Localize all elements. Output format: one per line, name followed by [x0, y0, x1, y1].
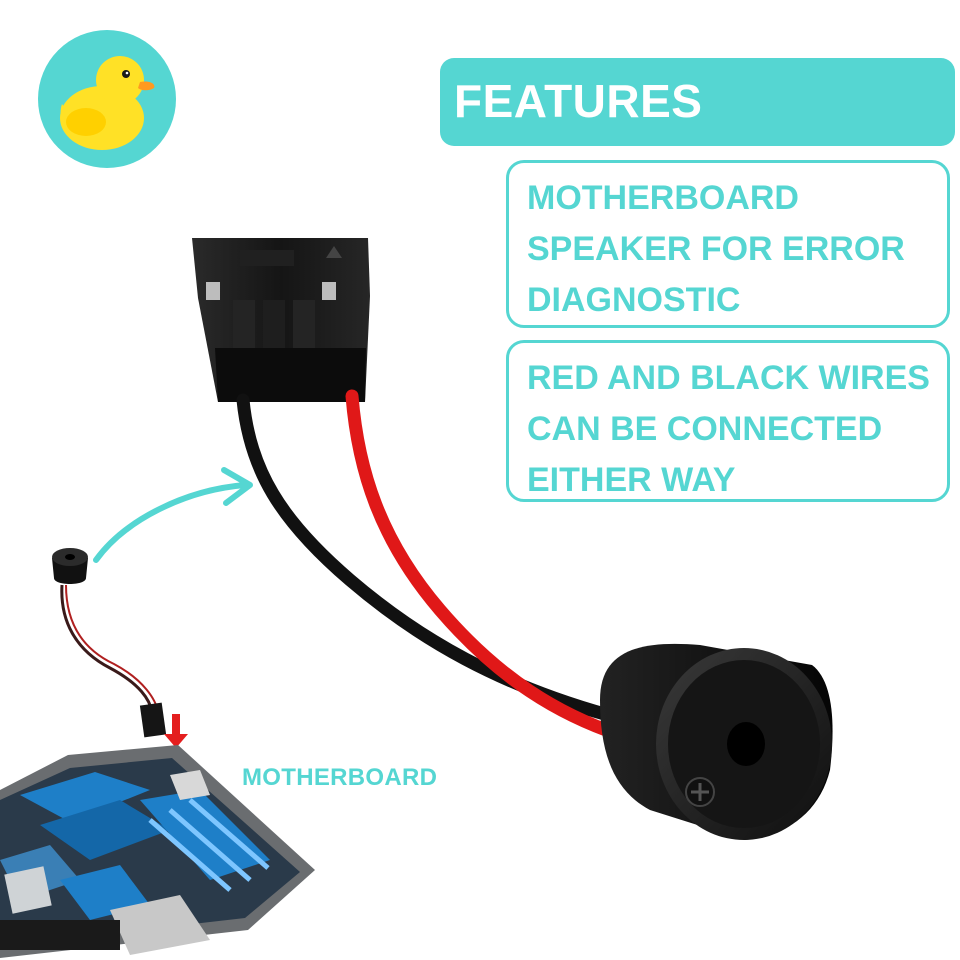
feature-card: RED AND BLACK WIRES CAN BE CONNECTED EIT…	[506, 340, 950, 502]
wires	[236, 389, 627, 742]
motherboard-label: MOTHERBOARD	[242, 764, 438, 791]
motherboard-image	[0, 745, 315, 958]
curved-arrow-icon	[93, 467, 253, 563]
feature-text: MOTHERBOARD SPEAKER FOR ERROR DIAGNOSTIC	[527, 179, 905, 319]
down-arrow-icon	[164, 714, 188, 748]
small-buzzer	[52, 548, 167, 738]
buzzer	[600, 643, 833, 840]
features-title: FEATURES	[454, 75, 703, 127]
feature-card: MOTHERBOARD SPEAKER FOR ERROR DIAGNOSTIC	[506, 160, 950, 328]
feature-text: RED AND BLACK WIRES CAN BE CONNECTED EIT…	[527, 359, 930, 499]
pin-connector	[192, 238, 370, 402]
features-header: FEATURES	[440, 58, 955, 146]
duck-logo-icon	[38, 30, 176, 168]
